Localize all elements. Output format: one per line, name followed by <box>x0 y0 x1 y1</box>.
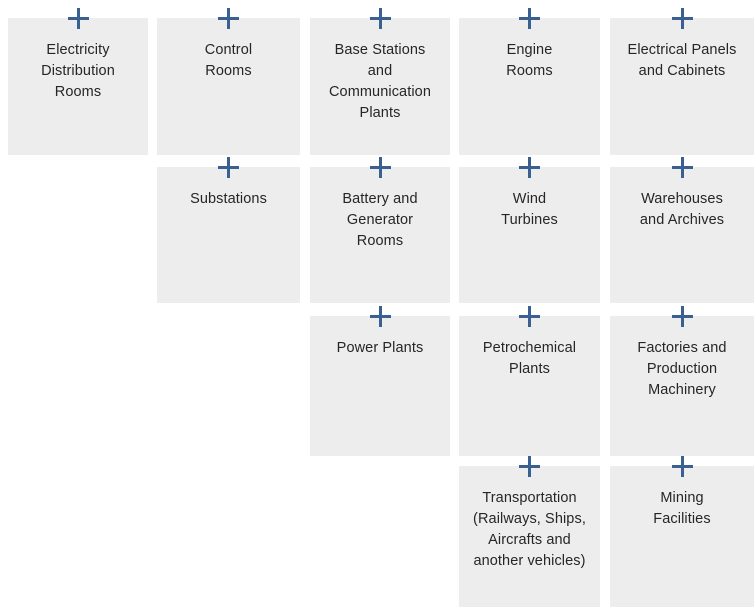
card-base-stations-and-communication-plants[interactable]: Base Stations and Communication Plants <box>310 8 450 155</box>
card-substations[interactable]: Substations <box>157 157 300 303</box>
card-battery-and-generator-rooms[interactable]: Battery and Generator Rooms <box>310 157 450 303</box>
plus-icon[interactable] <box>67 8 89 29</box>
card-surface <box>157 167 300 303</box>
card-label: Control Rooms <box>204 42 253 79</box>
card-label: Base Stations and Communication Plants <box>328 42 432 121</box>
card-label: Engine Rooms <box>506 42 553 79</box>
card-surface <box>310 18 450 155</box>
card-surface <box>459 167 600 303</box>
card-label: Electricity Distribution Rooms <box>41 42 115 100</box>
card-electrical-panels-and-cabinets[interactable]: Electrical Panels and Cabinets <box>610 8 754 155</box>
plus-icon[interactable] <box>671 306 693 327</box>
card-label: Electrical Panels and Cabinets <box>627 42 737 79</box>
card-electricity-distribution-rooms[interactable]: Electricity Distribution Rooms <box>8 8 148 155</box>
card-surface <box>310 167 450 303</box>
card-surface <box>459 316 600 456</box>
plus-icon[interactable] <box>369 306 391 327</box>
card-label: Factories and Production Machinery <box>637 340 727 398</box>
card-surface <box>610 167 754 303</box>
plus-icon[interactable] <box>519 8 540 29</box>
card-surface <box>310 316 450 456</box>
plus-icon[interactable] <box>671 8 693 29</box>
card-factories-and-production-machinery[interactable]: Factories and Production Machinery <box>610 306 754 456</box>
plus-icon[interactable] <box>671 157 693 178</box>
card-label: Mining Facilities <box>653 490 711 527</box>
plus-icon[interactable] <box>218 8 239 29</box>
card-label: Power Plants <box>336 340 424 356</box>
card-warehouses-and-archives[interactable]: Warehouses and Archives <box>610 157 754 303</box>
plus-icon[interactable] <box>369 157 391 178</box>
card-control-rooms[interactable]: Control Rooms <box>157 8 300 155</box>
plus-icon[interactable] <box>671 456 693 477</box>
card-label: Transportation (Railways, Ships, Aircraf… <box>473 490 586 569</box>
card-surface <box>610 316 754 456</box>
card-label: Wind Turbines <box>501 191 558 228</box>
card-mining-facilities[interactable]: Mining Facilities <box>610 456 754 607</box>
card-surface <box>459 466 600 607</box>
plus-icon[interactable] <box>218 157 239 178</box>
card-petrochemical-plants[interactable]: Petrochemical Plants <box>459 306 600 456</box>
card-label: Warehouses and Archives <box>639 191 725 228</box>
card-label: Petrochemical Plants <box>482 340 577 377</box>
card-engine-rooms[interactable]: Engine Rooms <box>459 8 600 155</box>
card-surface <box>459 18 600 155</box>
card-label: Substations <box>190 191 267 207</box>
card-surface <box>610 466 754 607</box>
plus-icon[interactable] <box>369 8 391 29</box>
card-transportation[interactable]: Transportation (Railways, Ships, Aircraf… <box>459 456 600 607</box>
plus-icon[interactable] <box>519 456 540 477</box>
card-surface <box>610 18 754 155</box>
column-1: Electricity Distribution Rooms <box>8 0 148 615</box>
card-wind-turbines[interactable]: Wind Turbines <box>459 157 600 303</box>
card-label: Battery and Generator Rooms <box>342 191 418 249</box>
plus-icon[interactable] <box>519 157 540 178</box>
plus-icon[interactable] <box>519 306 540 327</box>
card-power-plants[interactable]: Power Plants <box>310 306 450 456</box>
card-surface <box>157 18 300 155</box>
card-surface <box>8 18 148 155</box>
